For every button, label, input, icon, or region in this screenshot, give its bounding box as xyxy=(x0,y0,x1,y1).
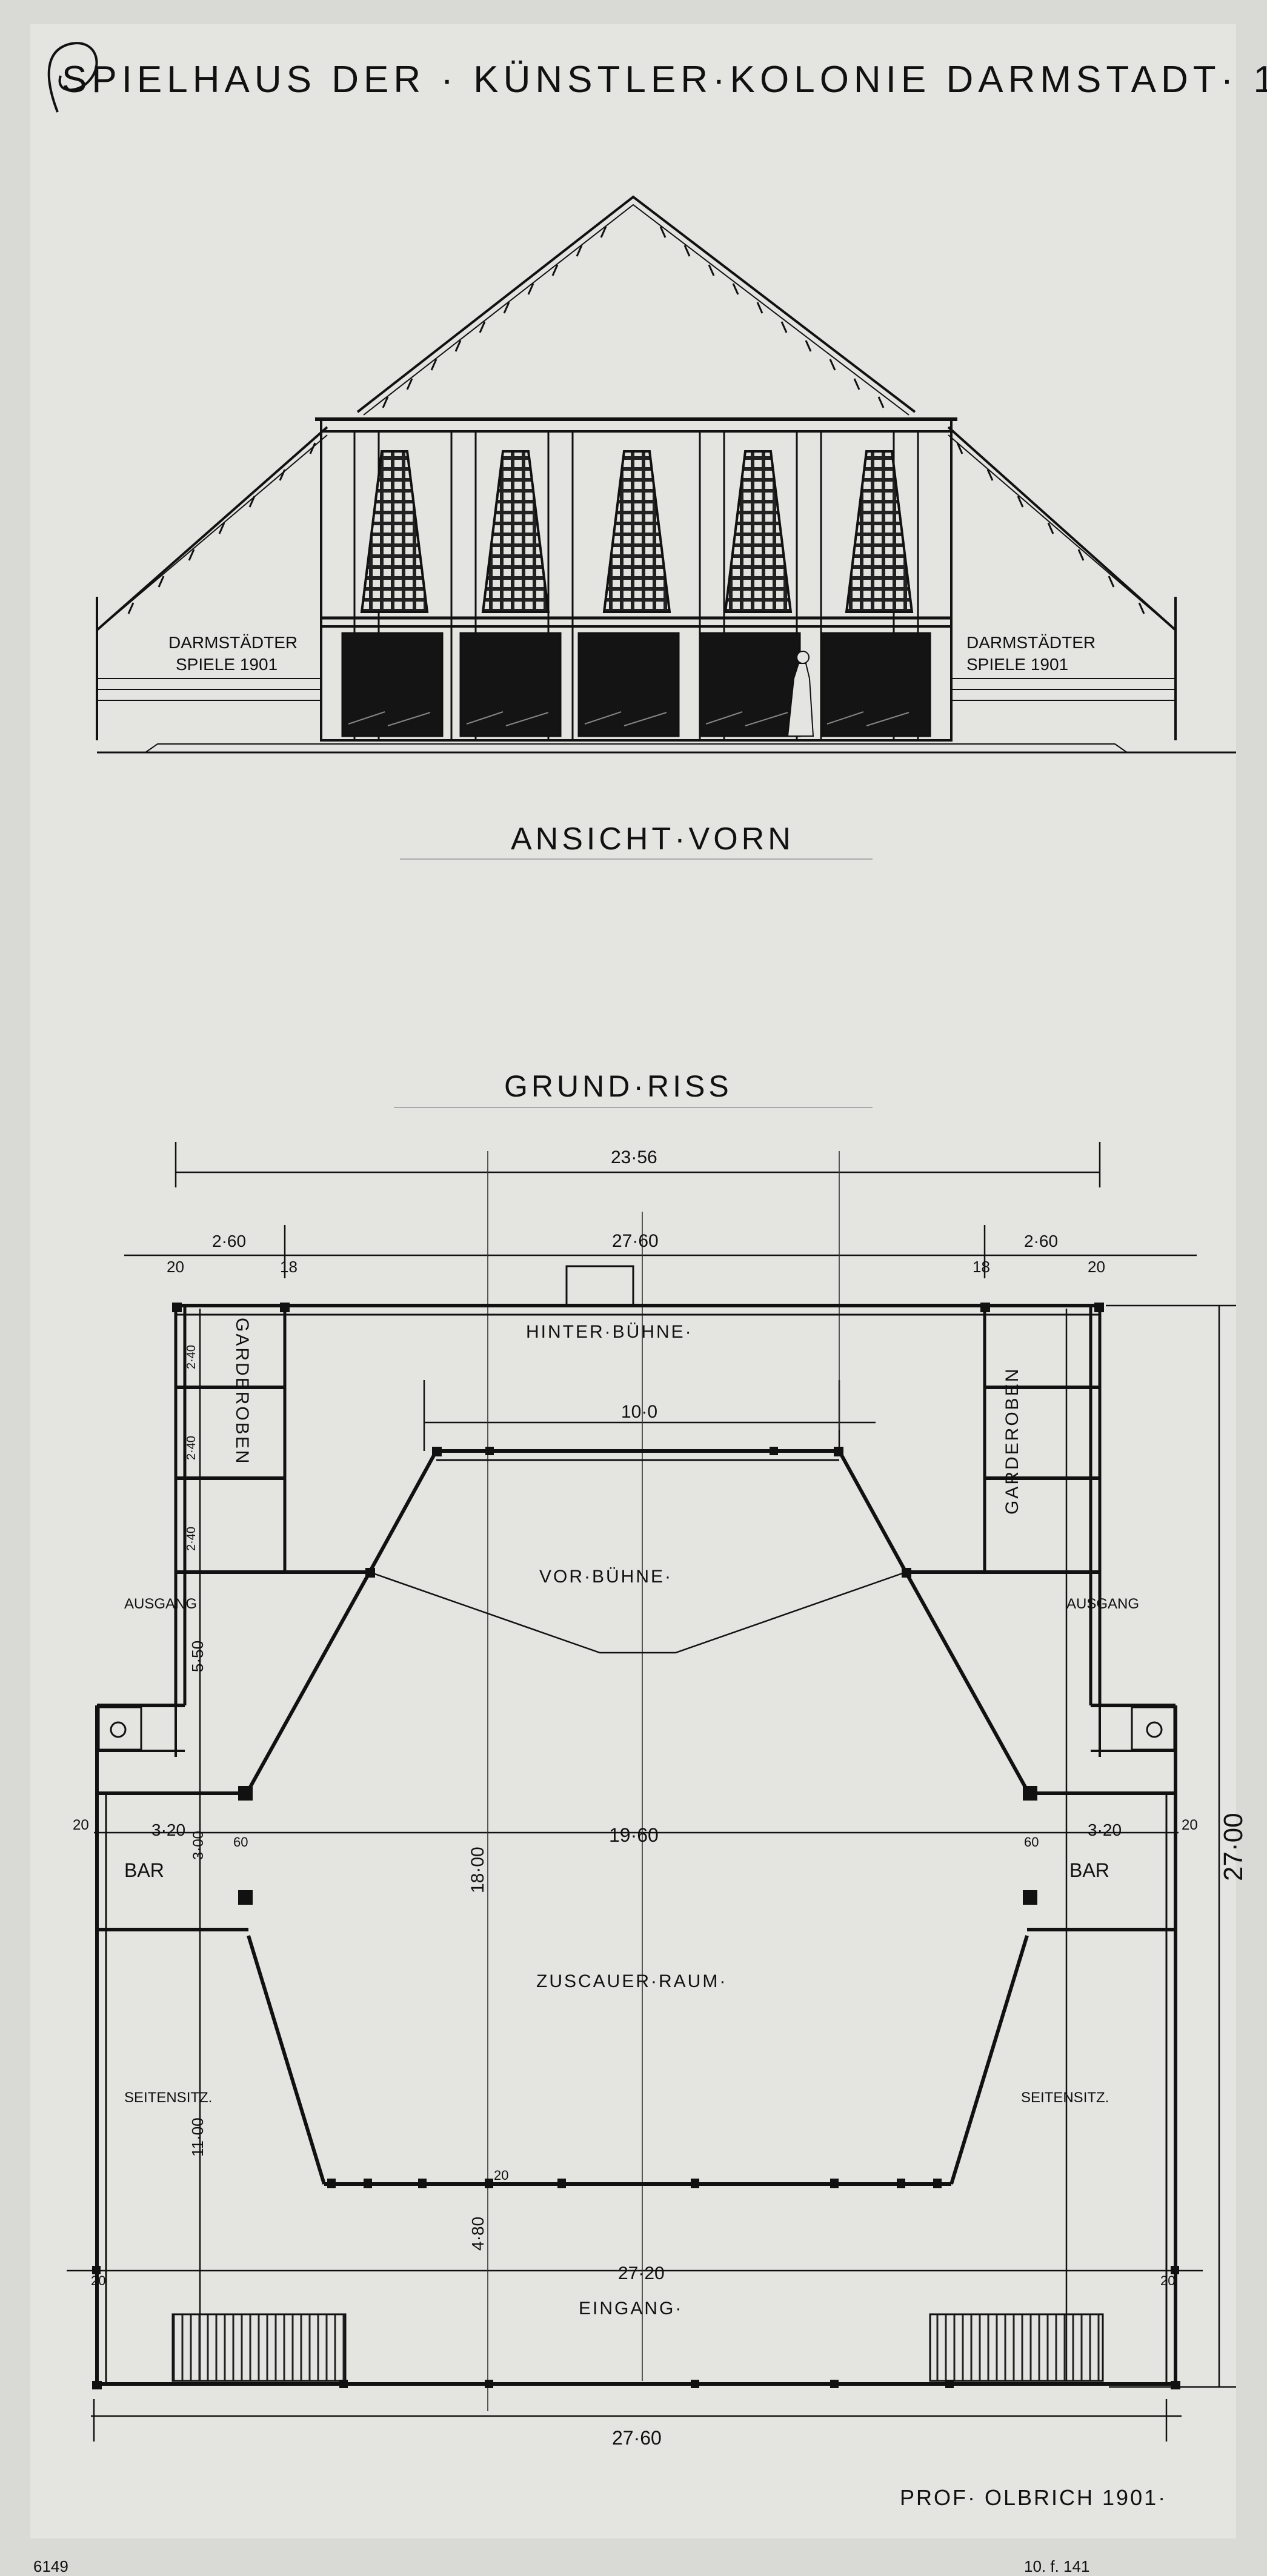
sign-right: DARMSTÄDTER SPIELE 1901 xyxy=(966,633,1096,674)
dim-left-wing: 2·60 xyxy=(212,1232,246,1250)
dim-overall-bottom: 27·60 xyxy=(612,2427,662,2449)
dim-overall-depth: 27·00 xyxy=(1219,1813,1248,1881)
signature: PROF· OLBRICH 1901· xyxy=(900,2485,1167,2510)
dim-front-inner: 27·20 xyxy=(618,2263,665,2283)
plan-heading: GRUND·RISS xyxy=(504,1069,733,1103)
label-garderoben-left: GARDEROBEN xyxy=(232,1318,252,1465)
dim-bar-wall-right: 20 xyxy=(1182,1817,1198,1833)
dim-overall-top: 23·56 xyxy=(611,1147,657,1167)
sheet-title: SPIELHAUS DER · KÜNSTLER·KOLONIE DARMSTA… xyxy=(62,59,1267,101)
margin-note-inventory: 6149 xyxy=(33,2557,68,2575)
dim-gard-1: 2·40 xyxy=(185,1345,198,1369)
dim-bar-post-right: 60 xyxy=(1024,1834,1039,1850)
dim-bar-wall-left: 20 xyxy=(73,1817,89,1833)
label-ausgang-left: AUSGANG xyxy=(124,1596,197,1612)
label-eingang: EINGANG· xyxy=(579,2299,683,2319)
label-vor-buehne: VOR·BÜHNE· xyxy=(539,1567,673,1587)
label-bar-left: BAR xyxy=(124,1859,164,1881)
dim-back-stage: 27·60 xyxy=(612,1231,659,1251)
dim-side-depth: 11·00 xyxy=(188,2117,207,2157)
dim-wall-b: 18 xyxy=(280,1258,298,1276)
opening-hatching xyxy=(348,711,910,726)
sign-right-line1: DARMSTÄDTER xyxy=(966,633,1096,652)
dim-hall-depth: 18·00 xyxy=(468,1847,488,1893)
dim-wall-d: 20 xyxy=(1088,1258,1105,1276)
roof-eave-upper xyxy=(363,204,910,416)
sign-right-line2: SPIELE 1901 xyxy=(966,655,1068,674)
sign-left-line2: SPIELE 1901 xyxy=(176,655,278,674)
plan-dimension-lines xyxy=(67,1142,1236,2442)
plan-columns xyxy=(92,1303,1180,2389)
entrance-openings xyxy=(341,632,931,737)
dim-bar-post-left: 60 xyxy=(233,1834,248,1850)
title-monogram xyxy=(47,42,98,113)
roof-fringe xyxy=(127,226,1145,614)
plan-walls xyxy=(95,1304,1177,2386)
dim-proscenium: 10·0 xyxy=(621,1402,657,1422)
margin-note-catalog: 10. f. 141 xyxy=(1024,2557,1089,2575)
label-seitensitz-left: SEITENSITZ. xyxy=(124,2090,212,2106)
dim-wall-a: 20 xyxy=(167,1258,184,1276)
margin-notes: 6149 10. f. 141 xyxy=(33,2557,1089,2575)
dim-bar-right: 3·20 xyxy=(1088,1821,1122,1839)
dim-wall-c: 18 xyxy=(973,1258,990,1276)
dim-front-wall-left: 20 xyxy=(91,2273,105,2288)
room-labels: HINTER·BÜHNE· VOR·BÜHNE· ZUSCAUER·RAUM· … xyxy=(124,1318,1139,2319)
dimension-texts: 23·56 27·60 2·60 2·60 20 18 18 20 10·0 1… xyxy=(73,1147,1248,2449)
dim-hall-width: 19·60 xyxy=(609,1824,659,1846)
roof-eave-lower xyxy=(102,434,1170,626)
dim-bar-left: 3·20 xyxy=(151,1821,185,1839)
entrance-figure xyxy=(786,651,814,737)
dim-small-20: 20 xyxy=(494,2168,508,2183)
dim-gard-3: 2·40 xyxy=(185,1527,198,1551)
sign-left: DARMSTÄDTER SPIELE 1901 xyxy=(168,633,298,674)
roof-outline xyxy=(96,195,1177,631)
dim-bar-depth: 3·00 xyxy=(190,1831,207,1860)
label-seitensitz-right: SEITENSITZ. xyxy=(1021,2090,1109,2106)
label-ausgang-right: AUSGANG xyxy=(1066,1596,1139,1612)
dim-right-wing: 2·60 xyxy=(1024,1232,1058,1250)
plan-fixtures xyxy=(98,1265,1176,2382)
lattice-panels xyxy=(360,450,914,613)
label-hinter-buehne: HINTER·BÜHNE· xyxy=(526,1322,693,1342)
label-zuschauer-raum: ZUSCAUER·RAUM· xyxy=(536,1971,727,1991)
dim-front-wall-right: 20 xyxy=(1160,2273,1175,2288)
dim-exit-depth: 5·50 xyxy=(188,1641,207,1672)
dim-gard-2: 2·40 xyxy=(185,1436,198,1460)
label-garderoben-right: GARDEROBEN xyxy=(1002,1367,1022,1515)
label-bar-right: BAR xyxy=(1069,1859,1109,1881)
elevation-heading: ANSICHT·VORN xyxy=(511,822,794,857)
sign-left-line1: DARMSTÄDTER xyxy=(168,633,298,652)
dim-entrance-depth: 4·80 xyxy=(468,2217,487,2251)
